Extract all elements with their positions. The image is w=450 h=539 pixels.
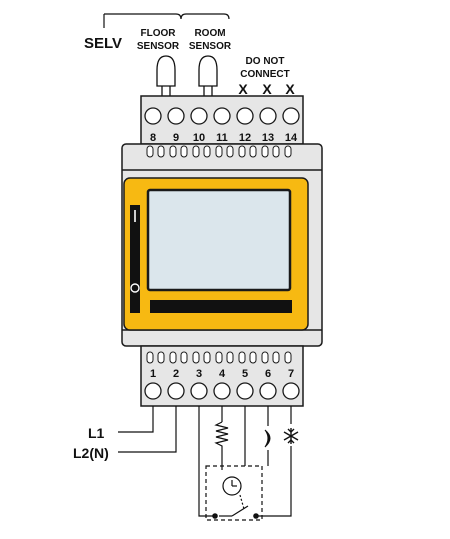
bottom-terminal-numbers: 1 2 3 4 5 6 7 xyxy=(150,368,294,380)
do-not-connect-line1: DO NOT xyxy=(246,56,285,67)
terminal-number-4: 4 xyxy=(219,368,226,380)
terminal-screw-10 xyxy=(190,107,208,125)
room-sensor-probe xyxy=(198,55,218,100)
top-terminal-numbers: 8 9 10 11 12 13 14 xyxy=(150,132,298,144)
terminal-number-3: 3 xyxy=(196,368,202,380)
l2n-label: L2(N) xyxy=(73,445,109,461)
wire-l1 xyxy=(118,406,154,433)
terminal-number-14: 14 xyxy=(285,132,298,144)
selv-bracket xyxy=(103,13,230,28)
terminal-number-7: 7 xyxy=(288,368,294,380)
clock-timer-icon xyxy=(222,476,242,496)
resistor-icon xyxy=(214,421,229,448)
terminal-screw-7 xyxy=(282,382,300,400)
terminal-screw-4 xyxy=(213,382,231,400)
terminal-number-13: 13 xyxy=(262,132,274,144)
terminal-number-8: 8 xyxy=(150,132,156,144)
wire-l2n xyxy=(118,406,177,453)
lcd-screen xyxy=(146,188,292,292)
terminal-screw-8 xyxy=(144,107,162,125)
terminal-number-10: 10 xyxy=(193,132,205,144)
terminal-screw-2 xyxy=(167,382,185,400)
floor-sensor-label-line1: FLOOR xyxy=(141,28,177,39)
wiring xyxy=(118,406,292,517)
terminal-number-9: 9 xyxy=(173,132,179,144)
selv-label: SELV xyxy=(84,35,122,52)
wire-switch-out xyxy=(257,446,292,517)
terminal-screw-9 xyxy=(167,107,185,125)
do-not-connect-line2: CONNECT xyxy=(240,69,289,80)
bottom-vent-slots xyxy=(146,351,292,364)
x-mark-13: X xyxy=(262,81,272,97)
floor-sensor-label-line2: SENSOR xyxy=(137,41,180,52)
terminal-number-12: 12 xyxy=(239,132,251,144)
top-terminal-block xyxy=(144,107,300,125)
terminal-number-5: 5 xyxy=(242,368,248,380)
terminal-screw-1 xyxy=(144,382,162,400)
terminal-number-11: 11 xyxy=(216,132,228,144)
timer-switch-contact xyxy=(212,494,259,519)
top-vent-slots xyxy=(146,145,292,158)
x-mark-14: X xyxy=(285,81,295,97)
room-sensor-label-line2: SENSOR xyxy=(189,41,232,52)
timer-module-box xyxy=(205,465,263,521)
power-off-icon xyxy=(130,283,140,293)
bottom-terminal-block xyxy=(144,382,300,400)
terminal-screw-14 xyxy=(282,107,300,125)
l1-label: L1 xyxy=(88,425,105,441)
room-sensor-label-line1: ROOM xyxy=(194,28,225,39)
terminal-number-1: 1 xyxy=(150,368,156,380)
status-bar xyxy=(150,300,292,313)
terminal-screw-12 xyxy=(236,107,254,125)
terminal-screw-6 xyxy=(259,382,277,400)
floor-sensor-probe xyxy=(156,55,176,100)
terminal-number-2: 2 xyxy=(173,368,179,380)
wire-terminal-3 xyxy=(198,406,214,517)
terminal-screw-5 xyxy=(236,382,254,400)
side-switch-slot xyxy=(130,205,140,313)
x-mark-12: X xyxy=(238,81,248,97)
snowflake-icon xyxy=(283,428,299,444)
terminal-screw-3 xyxy=(190,382,208,400)
terminal-screw-11 xyxy=(213,107,231,125)
moon-icon xyxy=(264,429,271,448)
terminal-screw-13 xyxy=(259,107,277,125)
terminal-number-6: 6 xyxy=(265,368,271,380)
